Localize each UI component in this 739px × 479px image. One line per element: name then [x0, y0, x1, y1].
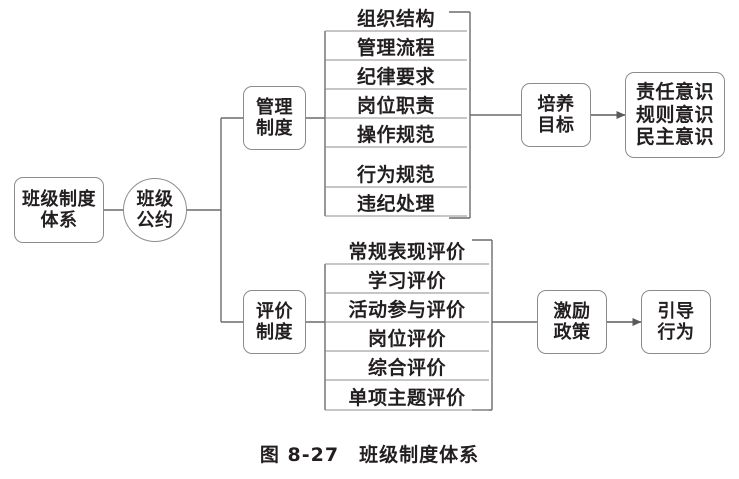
guide-behavior[interactable]: 引导 行为: [641, 290, 711, 354]
list-item[interactable]: 违纪处理: [356, 192, 435, 215]
class-system-root[interactable]: 班级制度 体系: [14, 177, 104, 243]
list-item[interactable]: 行为规范: [356, 163, 435, 186]
list-item[interactable]: 岗位职责: [356, 94, 435, 117]
list-item[interactable]: 常规表现评价: [348, 240, 466, 263]
class-convention-hub[interactable]: 班级 公约: [123, 178, 187, 242]
list-item[interactable]: 学习评价: [367, 269, 446, 292]
management-system-branch[interactable]: 管理 制度: [243, 86, 306, 150]
figure-caption: 图 8-27 班级制度体系: [259, 444, 480, 466]
cultivation-goal[interactable]: 培养 目标: [521, 83, 591, 147]
list-item[interactable]: 活动参与评价: [348, 298, 466, 321]
list-item[interactable]: 管理流程: [356, 36, 435, 59]
list-item[interactable]: 操作规范: [356, 123, 435, 146]
awareness-outcome[interactable]: 责任意识 规则意识 民主意识: [625, 72, 725, 158]
list-item[interactable]: 纪律要求: [356, 65, 435, 88]
list-item[interactable]: 组织结构: [356, 7, 435, 30]
list-item[interactable]: 单项主题评价: [348, 386, 466, 409]
list-item[interactable]: 岗位评价: [367, 327, 446, 350]
list-item[interactable]: 综合评价: [367, 356, 446, 379]
incentive-policy[interactable]: 激励 政策: [537, 290, 607, 354]
evaluation-system-branch[interactable]: 评价 制度: [243, 290, 306, 354]
